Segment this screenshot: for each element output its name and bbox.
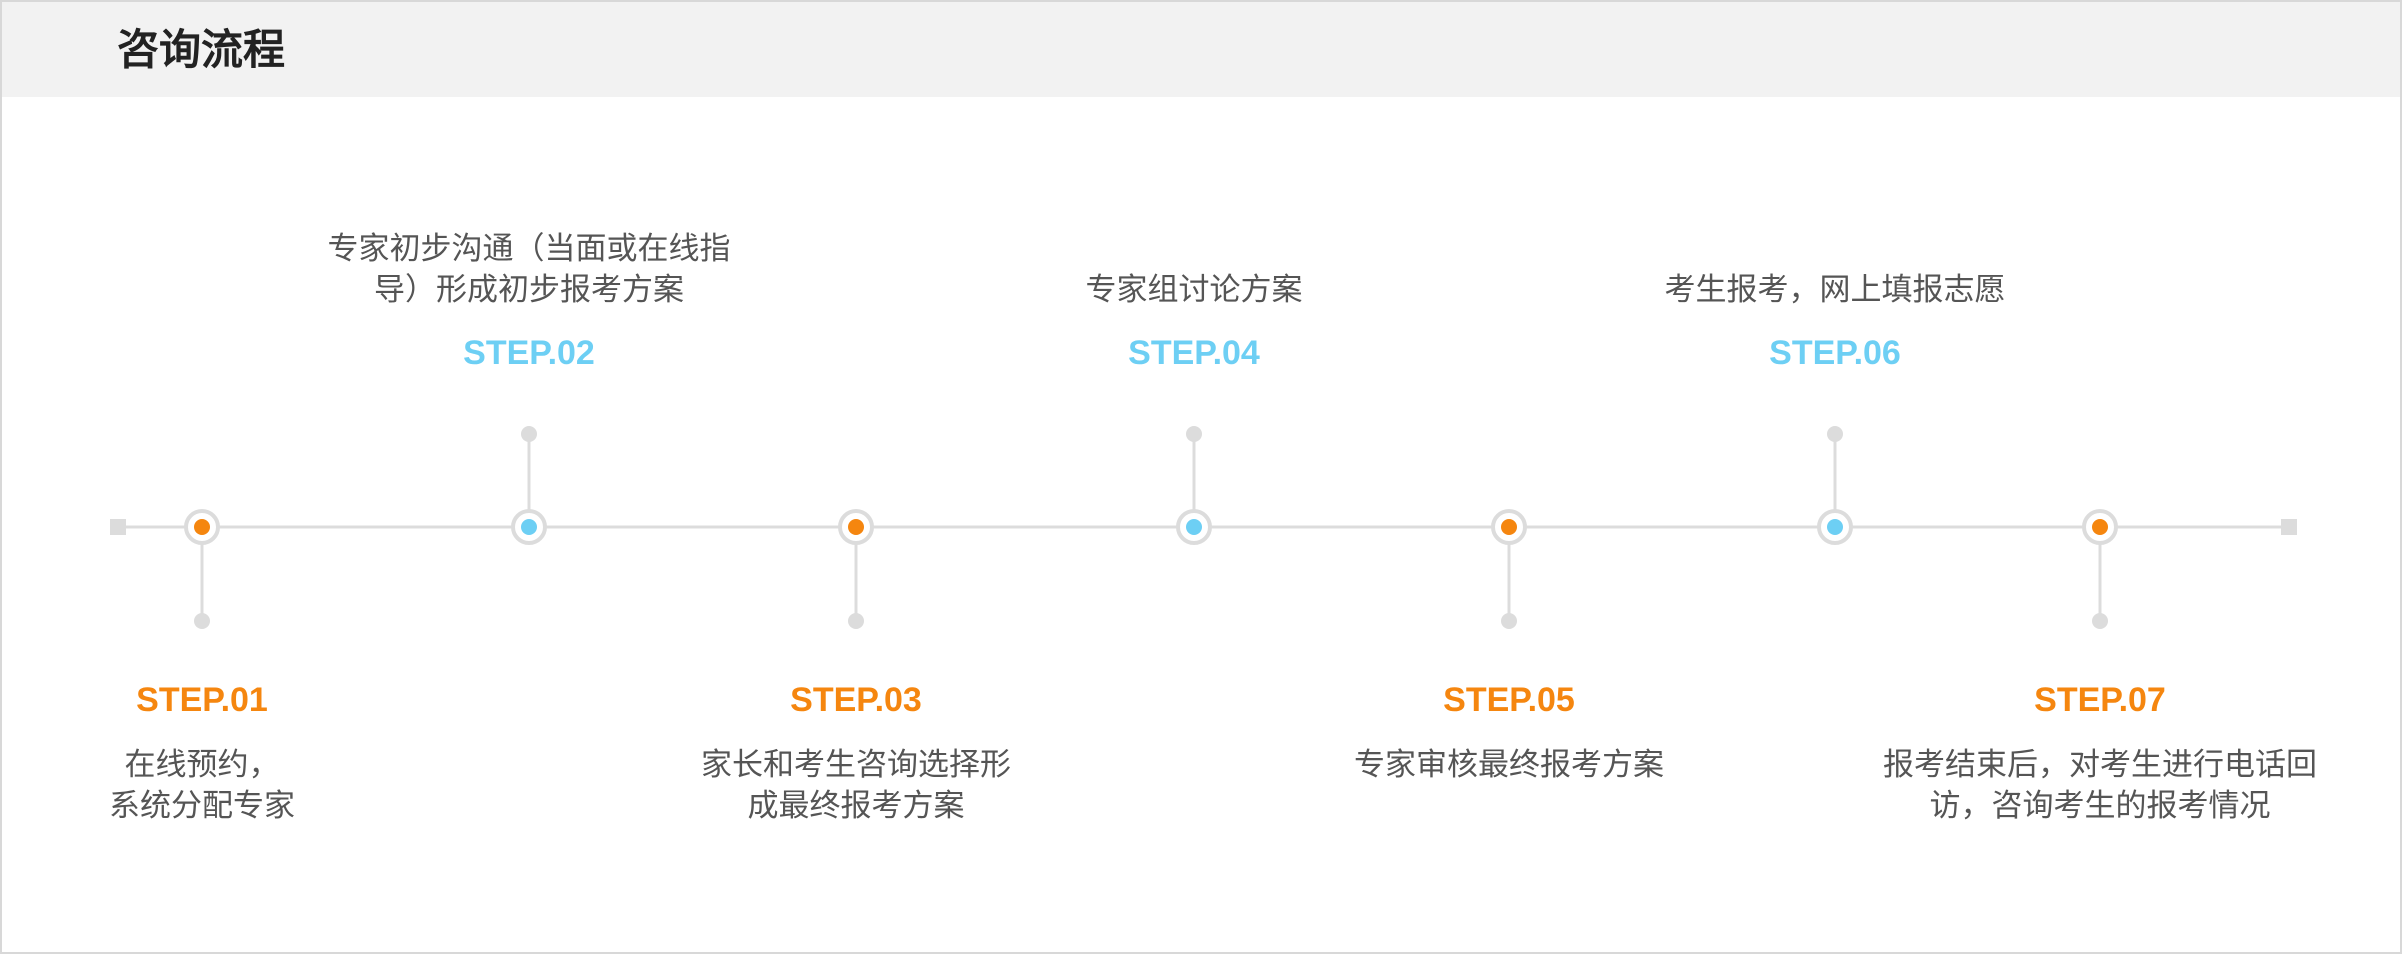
step-label: STEP.03 [790, 681, 922, 719]
connector-tip-dot [848, 613, 864, 629]
step-label: STEP.07 [2034, 681, 2166, 719]
connector-tip-dot [1827, 426, 1843, 442]
step-node-dot [2092, 519, 2108, 535]
step-node-dot [194, 519, 210, 535]
step-label: STEP.06 [1769, 334, 1901, 372]
step-node-dot [848, 519, 864, 535]
step-description: 报考结束后，对考生进行电话回访，咨询考生的报考情况 [1883, 747, 2317, 824]
connector-tip-dot [521, 426, 537, 442]
step-description: 专家审核最终报考方案 [1354, 747, 1664, 783]
step-node-dot [1827, 519, 1843, 535]
connector-tip-dot [2092, 613, 2108, 629]
page-title: 咨询流程 [117, 25, 286, 74]
step-node-dot [521, 519, 537, 535]
timeline-end-marker [2281, 519, 2297, 535]
panel-header: 咨询流程 [2, 2, 2400, 97]
step-label: STEP.04 [1128, 334, 1260, 372]
step-description: 考生报考，网上填报志愿 [1664, 272, 2006, 308]
step-label: STEP.05 [1443, 681, 1575, 719]
step-label: STEP.02 [463, 334, 595, 372]
step-label: STEP.01 [136, 681, 268, 719]
step-description: 家长和考生咨询选择形成最终报考方案 [701, 747, 1011, 824]
connector-tip-dot [194, 613, 210, 629]
step-description: 专家初步沟通（当面或在线指导）形成初步报考方案 [327, 231, 731, 308]
timeline-start-marker [110, 519, 126, 535]
step-node-dot [1501, 519, 1517, 535]
step-description: 专家组讨论方案 [1085, 272, 1303, 308]
step-description: 在线预约，系统分配专家 [109, 747, 295, 824]
connector-tip-dot [1501, 613, 1517, 629]
connector-tip-dot [1186, 426, 1202, 442]
step-node-dot [1186, 519, 1202, 535]
